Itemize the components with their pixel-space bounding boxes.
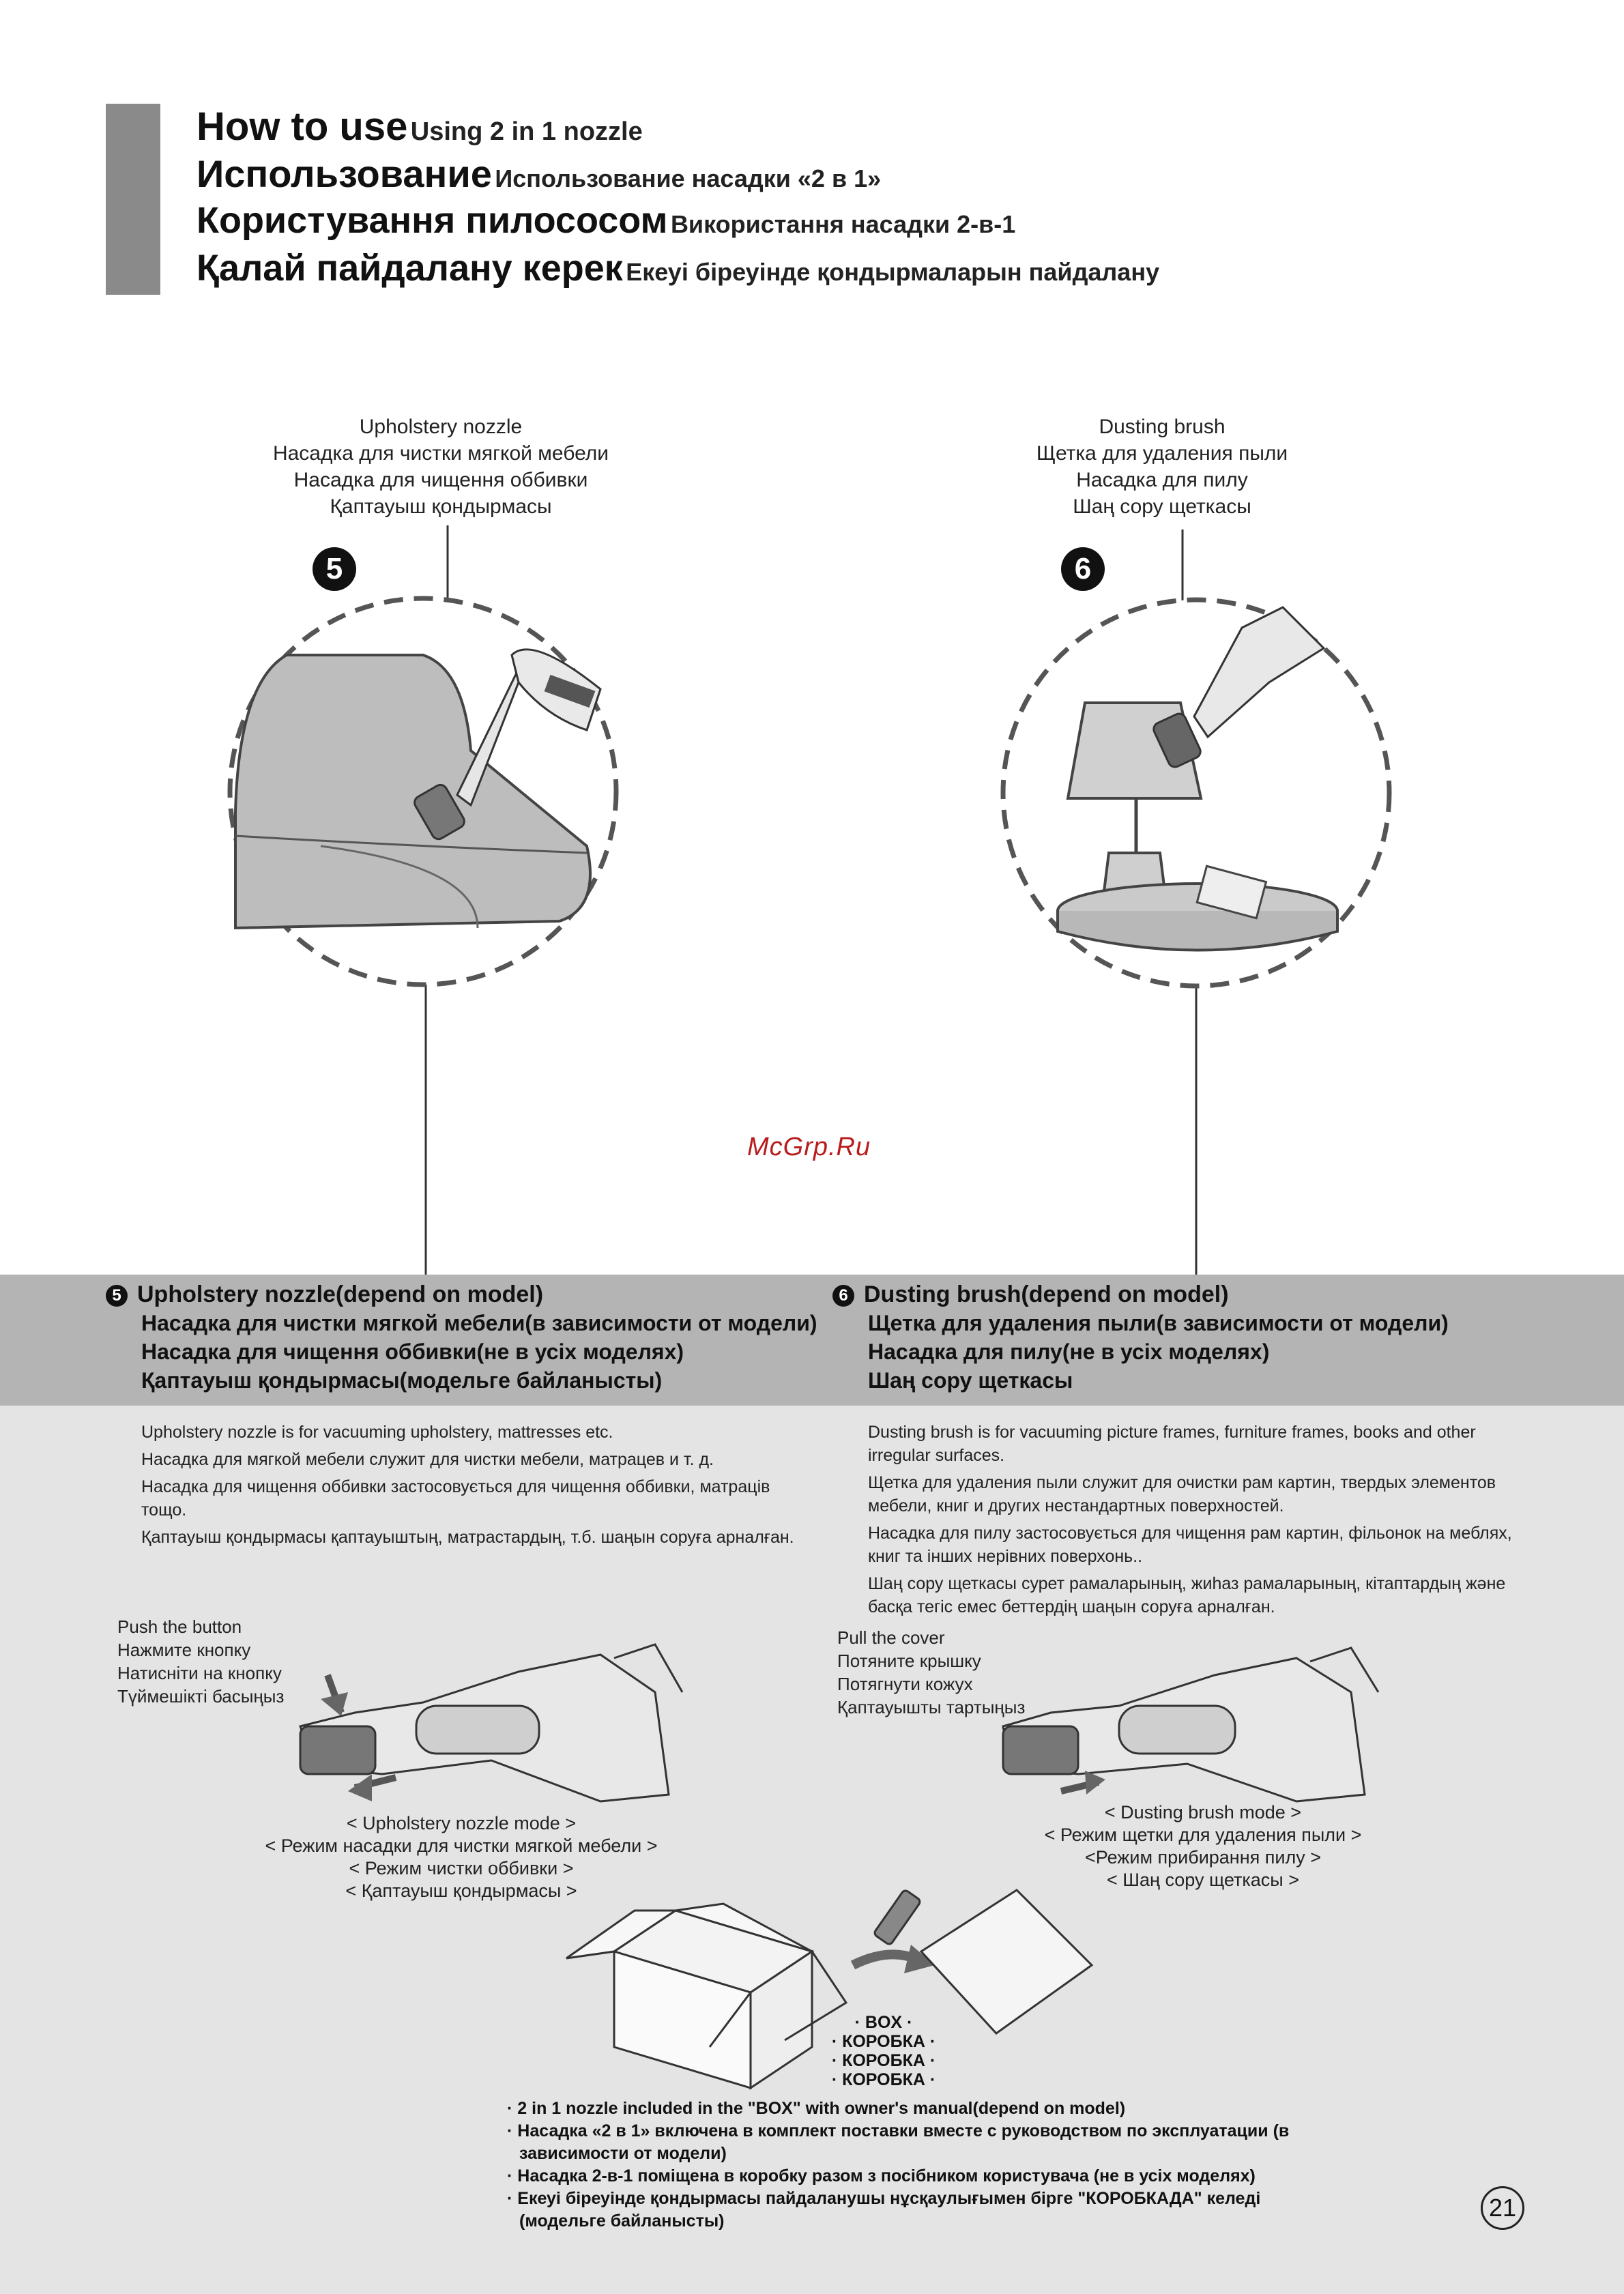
page-number: 21: [1481, 2186, 1524, 2230]
circled-number-6-icon: 6: [1061, 547, 1105, 591]
watermark: McGrp.Ru: [747, 1133, 871, 1161]
dusting-mode-caption: < Dusting brush mode > < Режим щетки для…: [1044, 1802, 1362, 1890]
dusting-brush-label: Dusting brush Щетка для удаления пыли На…: [1036, 416, 1288, 518]
push-button-caption: Push the button Нажмите кнопку Натисніти…: [117, 1616, 285, 1707]
circled-number-5-icon: 5: [313, 547, 356, 591]
header-accent-bar: [106, 104, 160, 295]
box-contents-notes: · 2 in 1 nozzle included in the "BOX" wi…: [507, 2099, 1290, 2231]
section-title-band: [0, 1275, 1624, 1406]
header-line-ru: Использование Использование насадки «2 в…: [197, 152, 882, 195]
header-line-en: How to use Using 2 in 1 nozzle: [197, 104, 643, 149]
circled-number-6-icon: 6: [832, 1285, 854, 1307]
upholstery-description: Upholstery nozzle is for vacuuming uphol…: [141, 1423, 794, 1547]
header-line-ua: Користування пилососом Використання наса…: [197, 200, 1016, 241]
upholstery-nozzle-label: Upholstery nozzle Насадка для чистки мяг…: [272, 416, 609, 518]
box-label: · BOX · · КОРОБКА · · КОРОБКА · · КОРОБК…: [831, 2013, 936, 2089]
header-line-kz: Қалай пайдалану керек Екеуі біреуінде қо…: [197, 248, 1160, 289]
upholstery-mode-caption: < Upholstery nozzle mode > < Режим насад…: [265, 1813, 658, 1901]
circled-number-5-icon: 5: [106, 1285, 128, 1307]
pull-cover-caption: Pull the cover Потяните крышку Потягнути…: [837, 1627, 1026, 1717]
dusting-description: Dusting brush is for vacuuming picture f…: [868, 1423, 1512, 1616]
section-body-band: [0, 1406, 1624, 2294]
